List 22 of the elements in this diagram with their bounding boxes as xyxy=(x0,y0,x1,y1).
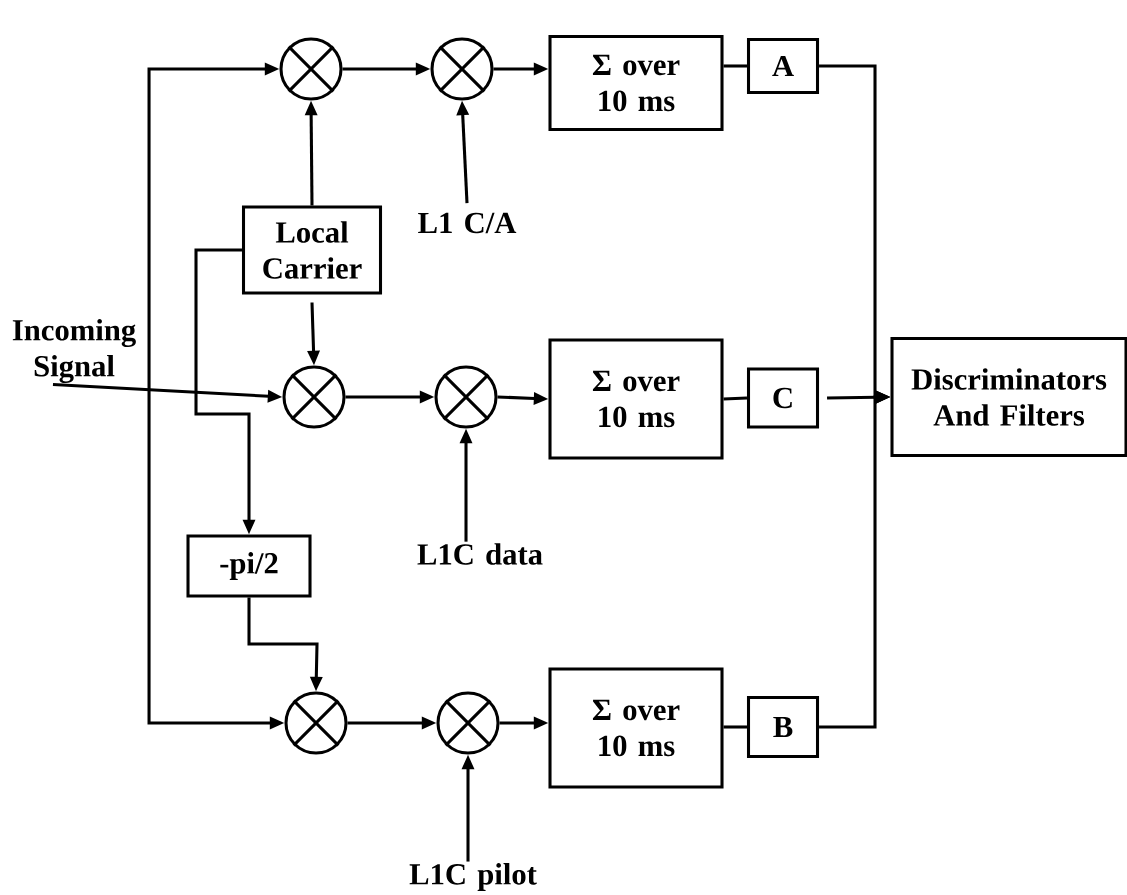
connector-line xyxy=(723,64,747,68)
multiplier-symbol xyxy=(284,691,348,755)
process-box: -pi/2 xyxy=(186,534,312,598)
process-box: B xyxy=(746,695,820,759)
signal-label: L1C data xyxy=(417,543,543,565)
process-box: C xyxy=(746,367,820,429)
process-box: Σ over 10 ms xyxy=(548,34,724,132)
multiplier-symbol xyxy=(436,691,500,755)
process-box: Local Carrier xyxy=(241,205,383,295)
signal-label: Incoming Signal xyxy=(12,318,136,384)
process-box: Discriminators And Filters xyxy=(890,336,1127,458)
connector-line xyxy=(723,725,747,729)
signal-label: L1 C/A xyxy=(418,212,517,234)
multiplier-symbol xyxy=(279,37,343,101)
process-box: A xyxy=(746,37,820,95)
multiplier-symbol xyxy=(282,365,346,429)
multiplier-symbol xyxy=(434,365,498,429)
connector-line xyxy=(723,396,748,401)
multiplier-symbol xyxy=(430,37,494,101)
process-box: Σ over 10 ms xyxy=(548,667,724,789)
process-box: Σ over 10 ms xyxy=(548,338,724,460)
signal-label: L1C pilot xyxy=(409,863,537,891)
